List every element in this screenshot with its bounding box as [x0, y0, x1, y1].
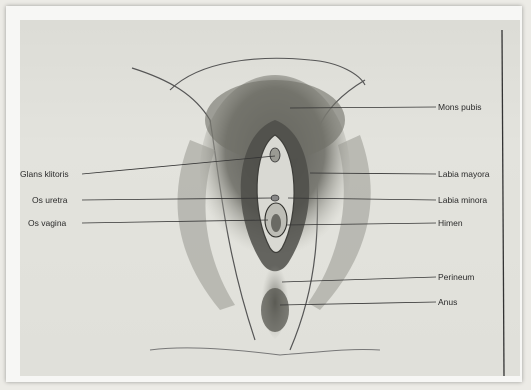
buttock-outline [150, 348, 380, 355]
label-os-vagina: Os vagina [28, 218, 66, 228]
label-glans-klitoris: Glans klitoris [20, 169, 69, 179]
label-perineum: Perineum [438, 272, 474, 282]
label-labia-minora: Labia minora [438, 195, 487, 205]
label-anus: Anus [438, 297, 457, 307]
leader-perineum [282, 277, 436, 282]
label-himen: Himen [438, 218, 463, 228]
page-edge-line [502, 30, 504, 376]
os-uretra-shape [271, 195, 279, 201]
label-labia-mayora: Labia mayora [438, 169, 490, 179]
image-frame: Glans klitoris Os uretra Os vagina Mons … [6, 6, 522, 382]
label-os-uretra: Os uretra [32, 195, 67, 205]
anus-shape [261, 288, 289, 332]
leader-anus [280, 302, 436, 305]
glans-klitoris-shape [270, 148, 280, 162]
anatomy-photo: Glans klitoris Os uretra Os vagina Mons … [20, 20, 520, 376]
label-mons-pubis: Mons pubis [438, 102, 481, 112]
